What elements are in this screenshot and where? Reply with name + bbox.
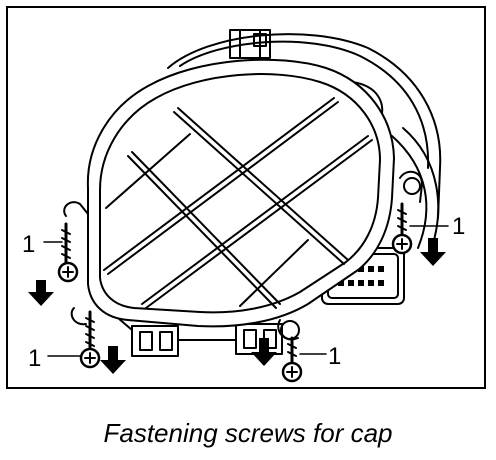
arrow-down-icon <box>100 346 126 374</box>
callout-left-upper: 1 <box>22 231 35 258</box>
arrow-down-icon <box>28 280 54 306</box>
callout-left-lower: 1 <box>28 345 41 372</box>
arrow-down-icon <box>251 338 277 366</box>
figure-caption: Fastening screws for cap <box>103 418 393 448</box>
callout-right: 1 <box>452 213 465 240</box>
callout-bottom-middle: 1 <box>328 343 341 370</box>
screw-right <box>391 202 413 255</box>
cap-cover <box>86 58 395 328</box>
removal-arrows <box>28 238 446 374</box>
screw-bottom-middle <box>281 336 303 383</box>
headlamp-cap-diagram: 1 1 1 1 <box>22 29 465 383</box>
screw-bosses <box>63 170 423 341</box>
callout-leaders <box>43 225 449 357</box>
figure-frame: 1 1 1 1 <box>6 6 486 389</box>
screw-left-lower <box>79 310 101 369</box>
arrow-down-icon <box>420 238 446 266</box>
screw-left-upper <box>57 222 79 283</box>
lower-mounting-clips <box>117 317 283 357</box>
